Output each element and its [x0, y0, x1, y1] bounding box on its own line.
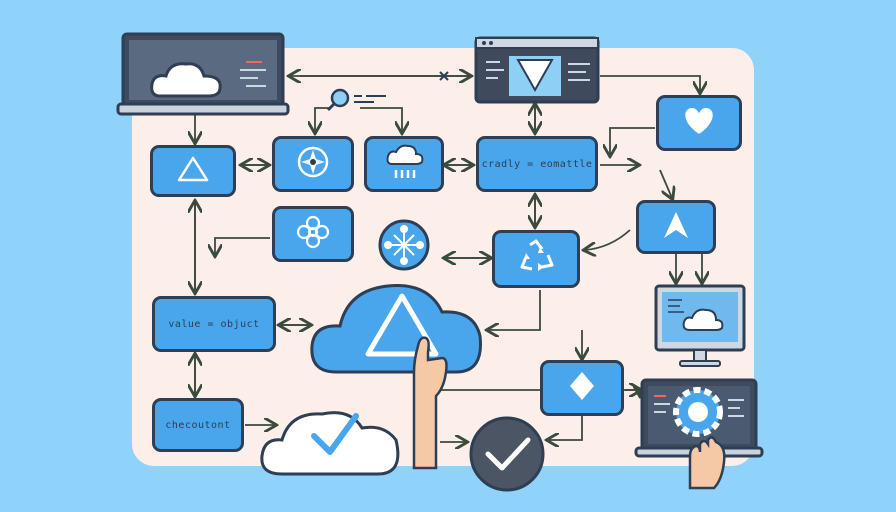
- triangle-down-icon: [516, 59, 554, 93]
- cloud-icon: [150, 62, 222, 98]
- arrow-to-up-node: [659, 169, 672, 198]
- cloud-warning-icon: [310, 284, 482, 374]
- diamond-icon: [567, 369, 597, 407]
- triangle-outline-icon: [175, 154, 211, 188]
- recycle-icon: [514, 237, 558, 281]
- node-arrow-up[interactable]: [636, 200, 716, 254]
- pointing-hand-icon: [412, 336, 448, 470]
- arrow-heart-to-left: [610, 127, 655, 155]
- node-compass[interactable]: [272, 136, 354, 192]
- arrow-magnifier-to-compass: [315, 107, 330, 132]
- node-heart[interactable]: [656, 95, 742, 151]
- network-icon: [378, 219, 430, 271]
- node-recycle[interactable]: [492, 230, 580, 288]
- arrow-up-to-recycle: [585, 229, 631, 250]
- value-label: value = objuct: [168, 318, 260, 330]
- flower-icon: [293, 212, 333, 256]
- node-diamond[interactable]: [540, 360, 624, 416]
- x-marker: [439, 71, 449, 81]
- node-cloud-rain[interactable]: [364, 136, 444, 192]
- node-cradly[interactable]: cradly = eomattle: [476, 136, 598, 192]
- cradly-label: cradly = eomattle: [481, 158, 593, 170]
- arrow-flower-to-left: [215, 237, 270, 255]
- compass-icon: [293, 142, 333, 186]
- magnifier-icon: [326, 88, 350, 112]
- cloud-rain-icon: [382, 142, 426, 186]
- node-triangle[interactable]: [150, 145, 236, 197]
- checkout-label: checoutont: [165, 419, 231, 431]
- node-value[interactable]: value = objuct: [152, 296, 276, 352]
- checkmark-icon: [485, 437, 531, 471]
- arrow-recycle-to-cloud: [488, 290, 541, 330]
- arrow-up-icon: [660, 208, 692, 246]
- node-flower[interactable]: [272, 206, 354, 262]
- arrow-browser-to-heart: [600, 75, 700, 92]
- arrow-diamond-to-check: [548, 416, 583, 440]
- gear-icon: [673, 387, 723, 437]
- heart-icon: [679, 104, 719, 142]
- arrow-magnifier-to-cloud: [360, 107, 402, 132]
- node-checkout[interactable]: checoutont: [152, 398, 244, 452]
